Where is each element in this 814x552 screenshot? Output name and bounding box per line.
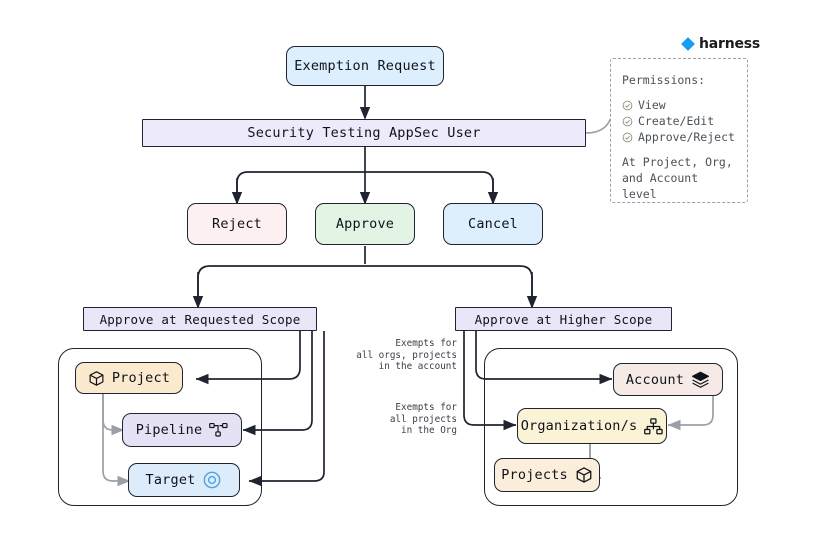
node-label: Target xyxy=(145,472,196,488)
cube-icon xyxy=(575,466,593,484)
brand-name: harness xyxy=(699,36,761,52)
harness-diamond-icon xyxy=(680,36,696,52)
node-label: Account xyxy=(625,371,685,388)
check-circle-icon xyxy=(622,132,633,143)
node-reject[interactable]: Reject xyxy=(187,203,287,245)
node-label: Pipeline xyxy=(135,422,203,438)
node-cancel[interactable]: Cancel xyxy=(443,203,543,245)
check-circle-icon xyxy=(622,116,633,127)
target-circle-icon xyxy=(202,470,222,490)
node-approve[interactable]: Approve xyxy=(315,203,415,245)
node-label: Project xyxy=(111,370,171,386)
permission-item: View xyxy=(622,97,736,113)
node-label: Cancel xyxy=(468,216,518,232)
org-hierarchy-icon xyxy=(644,417,663,435)
permissions-footer-line1: At Project, Org, xyxy=(622,155,733,169)
node-pipeline[interactable]: Pipeline xyxy=(122,413,242,447)
node-label: Exemption Request xyxy=(294,58,436,74)
permission-item: Approve/Reject xyxy=(622,129,736,145)
node-label: Security Testing AppSec User xyxy=(247,125,481,141)
node-account[interactable]: Account xyxy=(613,363,723,396)
permissions-footer-line2: and Account level xyxy=(622,171,699,201)
node-approve-at-higher-scope[interactable]: Approve at Higher Scope xyxy=(455,307,672,331)
node-security-testing-appsec-user[interactable]: Security Testing AppSec User xyxy=(142,119,586,147)
permission-label: View xyxy=(638,98,666,112)
node-label: Approve at Higher Scope xyxy=(474,311,653,327)
higher-scope-group xyxy=(484,348,738,506)
pipeline-nodes-icon xyxy=(209,422,228,438)
node-label: Reject xyxy=(212,216,262,232)
node-approve-at-requested-scope[interactable]: Approve at Requested Scope xyxy=(83,307,317,331)
permissions-title: Permissions: xyxy=(622,73,706,87)
requested-scope-group xyxy=(58,348,262,506)
node-label: Approve at Requested Scope xyxy=(99,311,301,327)
node-projects[interactable]: Projects xyxy=(494,458,600,492)
node-label: Approve xyxy=(335,216,395,232)
permission-item: Create/Edit xyxy=(622,113,736,129)
node-label: Organization/s xyxy=(520,418,638,434)
node-organizations[interactable]: Organization/s xyxy=(517,408,667,444)
annotation-org-scope: Exempts for all projects in the Org xyxy=(389,402,457,437)
node-label: Projects xyxy=(501,467,568,483)
node-project[interactable]: Project xyxy=(75,362,183,394)
node-exemption-request[interactable]: Exemption Request xyxy=(286,46,444,86)
node-target[interactable]: Target xyxy=(128,463,240,497)
brand-logo: harness xyxy=(680,36,760,52)
annotation-account-scope: Exempts for all orgs, projects in the ac… xyxy=(356,338,457,373)
layers-stack-icon xyxy=(691,370,710,389)
check-circle-icon xyxy=(622,100,633,111)
permission-label: Create/Edit xyxy=(638,114,715,128)
permissions-panel: Permissions: View Create/Edit xyxy=(610,58,748,203)
cube-icon xyxy=(88,370,105,387)
permission-label: Approve/Reject xyxy=(638,130,735,144)
